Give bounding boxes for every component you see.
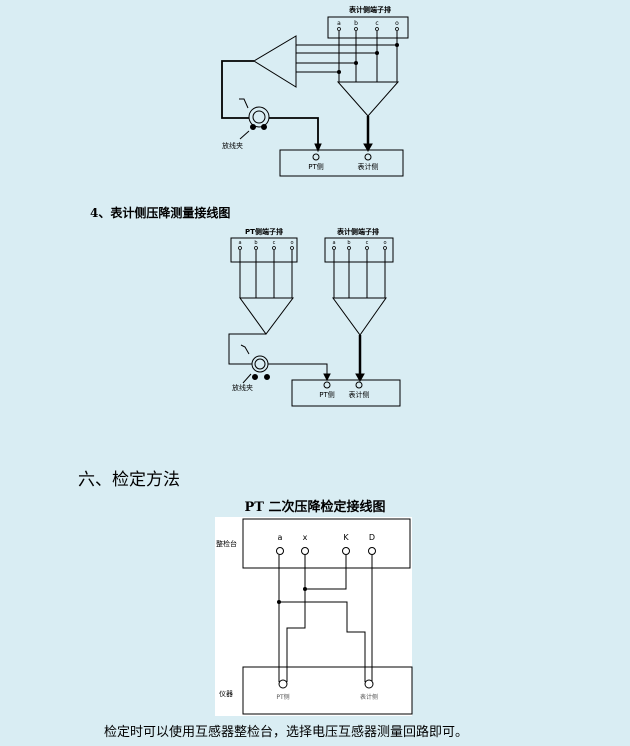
svg-text:PT侧端子排: PT侧端子排 (245, 227, 283, 236)
svg-text:表计侧端子排: 表计侧端子排 (336, 227, 379, 236)
d3-instrument-box (242, 666, 413, 715)
svg-text:c: c (375, 20, 378, 27)
svg-text:D: D (369, 533, 375, 542)
svg-text:x: x (303, 533, 308, 542)
svg-text:a: a (238, 240, 241, 246)
svg-text:PT侧: PT侧 (276, 693, 289, 701)
caption: 检定时可以使用互感器整检台，选择电压互感器测量回路即可。 (104, 725, 469, 740)
d2-pt-terminal-block (230, 237, 298, 263)
svg-text:a: a (332, 240, 335, 246)
svg-text:c: c (366, 240, 369, 246)
diagram-1: 表计侧端子排 a b c o 放线夹 PT侧 表计侧 (221, 5, 409, 177)
d1-clamp-icon (248, 106, 270, 128)
svg-text:K: K (343, 533, 349, 542)
section-heading-verification: 六、检定方法 (78, 470, 180, 490)
diagram-3-title: PT 二次压降检定接线图 (244, 500, 386, 515)
d3-test-bench-box (242, 518, 411, 569)
svg-text:a: a (337, 20, 341, 27)
svg-text:c: c (273, 240, 276, 246)
svg-text:表计侧: 表计侧 (360, 693, 378, 701)
svg-text:放线夹: 放线夹 (232, 383, 253, 392)
svg-text:仪器: 仪器 (219, 690, 233, 698)
svg-text:o: o (383, 240, 386, 246)
d2-meter-terminal-block (324, 237, 394, 263)
d2-instrument-box (291, 379, 401, 407)
d2-clamp-icon (251, 355, 269, 373)
svg-text:a: a (278, 533, 283, 542)
diagram-3: a x K D 整检台 仪器 PT侧 表计侧 (215, 517, 413, 716)
d1-left-triangle (253, 35, 297, 88)
d1-block-title: 表计侧端子排 (348, 5, 391, 14)
svg-text:b: b (354, 20, 358, 27)
svg-text:o: o (290, 240, 293, 246)
svg-text:PT侧: PT侧 (308, 162, 324, 171)
svg-text:表计侧: 表计侧 (358, 162, 379, 171)
d1-instrument-box (279, 149, 404, 177)
svg-text:放线夹: 放线夹 (222, 141, 243, 150)
svg-text:b: b (347, 240, 350, 246)
svg-text:o: o (395, 20, 399, 27)
heading-meter-side-drop: 4、表计侧压降测量接线图 (90, 206, 231, 220)
svg-text:表计侧: 表计侧 (349, 390, 370, 399)
svg-text:PT侧: PT侧 (319, 390, 335, 399)
d1-terminal-block (327, 16, 409, 39)
svg-text:b: b (254, 240, 257, 246)
svg-text:整检台: 整检台 (216, 539, 237, 548)
